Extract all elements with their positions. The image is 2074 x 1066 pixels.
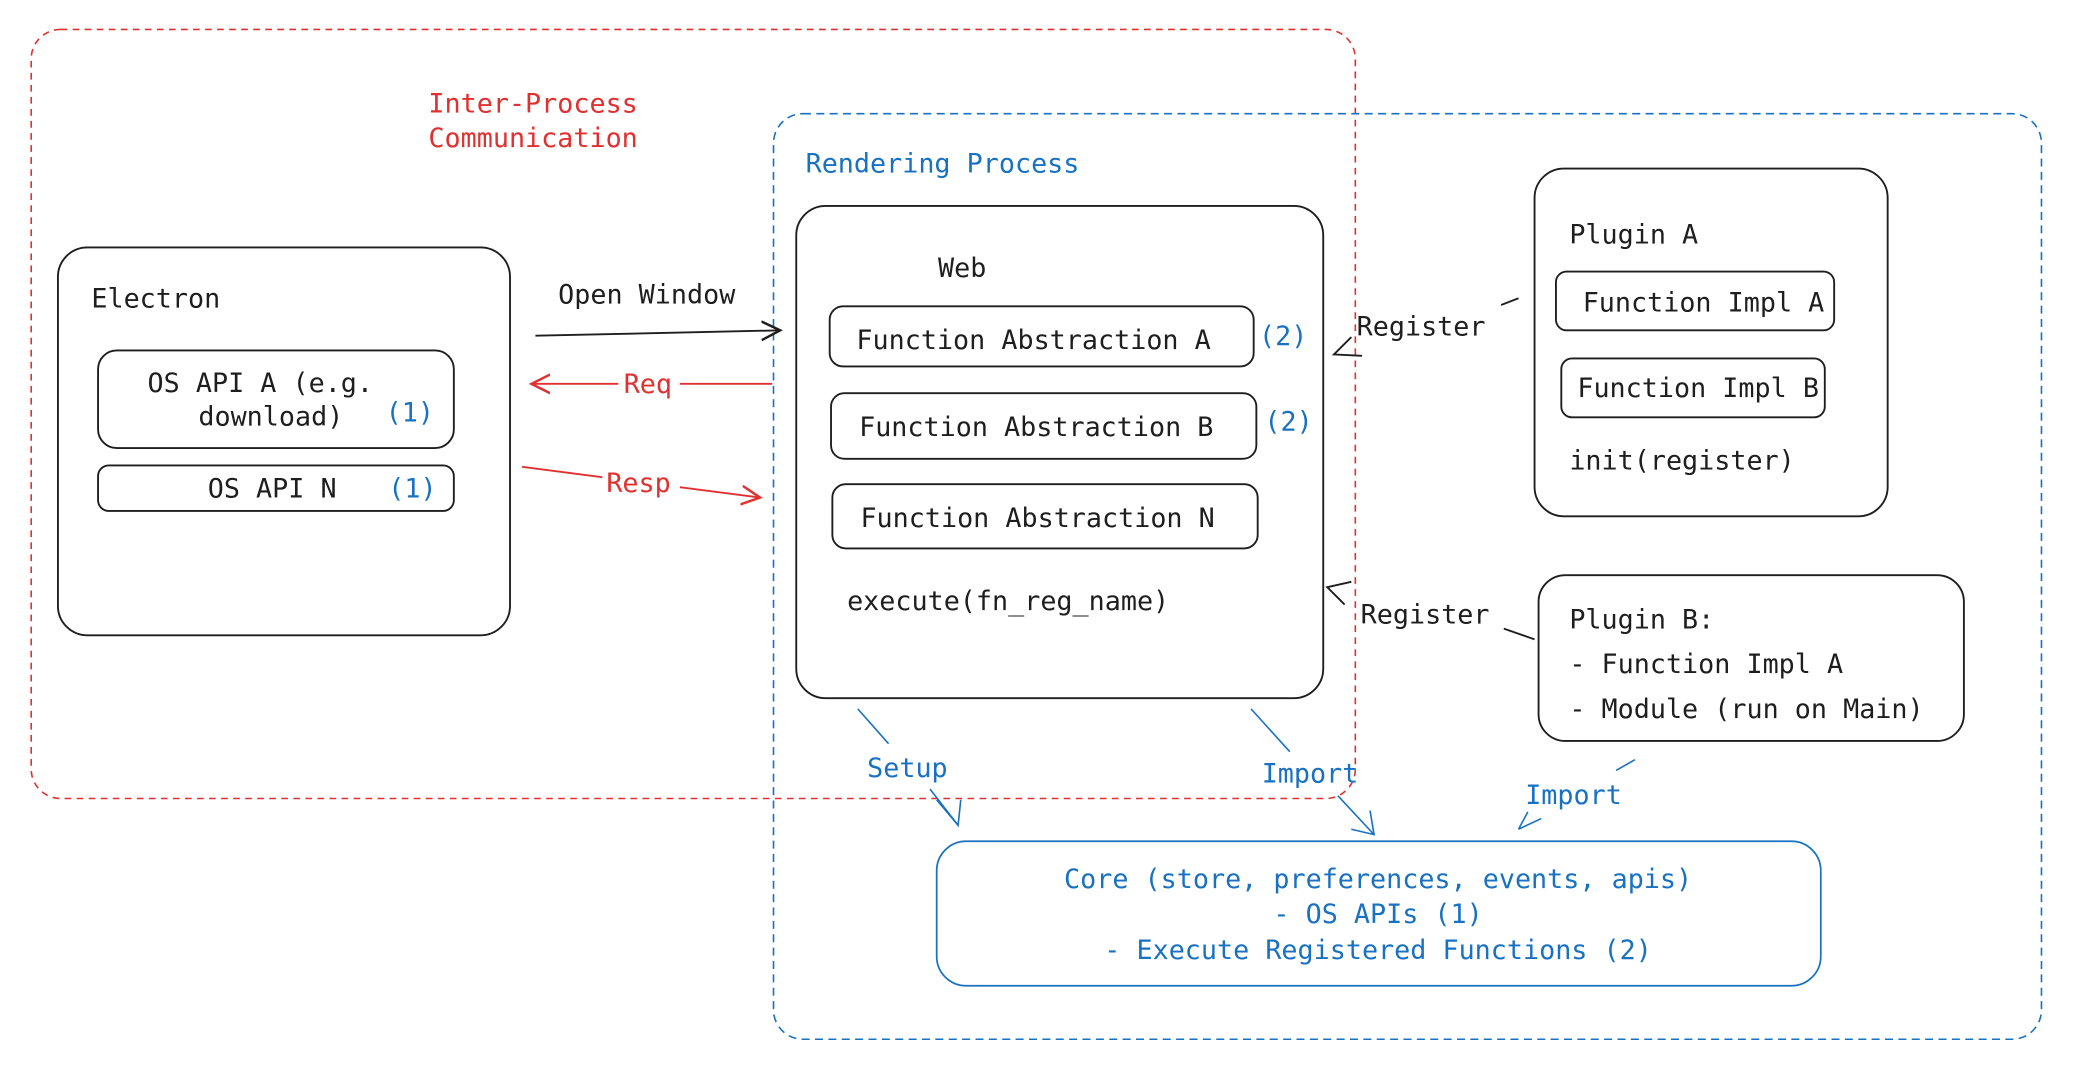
os-api-a-box bbox=[97, 349, 455, 450]
ipc-label-2: Communication bbox=[428, 123, 637, 154]
req-label: Req bbox=[624, 369, 672, 400]
function-abstraction-n-box bbox=[831, 483, 1259, 550]
ipc-label: Inter-Process bbox=[428, 88, 637, 119]
electron-box bbox=[57, 246, 511, 637]
setup-label: Setup bbox=[867, 753, 948, 784]
register-a-arrow-tail bbox=[1500, 297, 1519, 306]
import-web-label: Import bbox=[1262, 758, 1359, 789]
init-register-label: init(register) bbox=[1569, 445, 1794, 476]
import-plugin-label: Import bbox=[1525, 780, 1622, 811]
plugin-a-box bbox=[1533, 167, 1889, 518]
core-line-2: - OS APIs (1) bbox=[1273, 899, 1482, 930]
open-window-label: Open Window bbox=[558, 280, 736, 311]
import-plugin-arrow bbox=[1615, 759, 1636, 772]
plugin-b-box bbox=[1537, 574, 1965, 742]
core-line-3: - Execute Registered Functions (2) bbox=[1104, 935, 1652, 966]
function-abstraction-a-tag: (2) bbox=[1259, 321, 1307, 352]
function-abstraction-n-label: Function Abstraction N bbox=[860, 503, 1214, 534]
ipc-region bbox=[30, 28, 1357, 800]
rendering-process-region bbox=[772, 112, 2043, 1041]
plugin-b-line-1: - Function Impl A bbox=[1569, 649, 1843, 680]
core-box bbox=[935, 840, 1822, 987]
register-a-label: Register bbox=[1357, 312, 1486, 343]
register-b-arrow-head bbox=[1325, 580, 1352, 606]
function-abstraction-b-box bbox=[830, 392, 1258, 460]
web-title: Web bbox=[938, 253, 986, 284]
register-b-label: Register bbox=[1361, 599, 1490, 630]
os-api-a-tag: (1) bbox=[386, 397, 434, 428]
execute-label: execute(fn_reg_name) bbox=[847, 586, 1169, 617]
electron-title: Electron bbox=[91, 284, 220, 315]
os-api-a-label: OS API A (e.g. bbox=[148, 368, 373, 399]
plugin-a-title: Plugin A bbox=[1569, 219, 1698, 250]
function-abstraction-a-label: Function Abstraction A bbox=[856, 325, 1210, 356]
import-web-arrow bbox=[1250, 708, 1375, 836]
web-box bbox=[795, 205, 1325, 700]
core-line-1: Core (store, preferences, events, apis) bbox=[1064, 864, 1692, 895]
rendering-process-label: Rendering Process bbox=[806, 149, 1080, 180]
os-api-n-box bbox=[97, 464, 455, 512]
plugin-b-line-2: - Module (run on Main) bbox=[1569, 694, 1923, 725]
function-abstraction-b-label: Function Abstraction B bbox=[859, 412, 1213, 443]
os-api-n-label: OS API N bbox=[208, 474, 337, 505]
os-api-a-label-2: download) bbox=[198, 401, 343, 432]
function-abstraction-b-tag: (2) bbox=[1264, 407, 1312, 438]
function-impl-a-label: Function Impl A bbox=[1583, 288, 1825, 319]
resp-label: Resp bbox=[606, 468, 670, 499]
function-impl-b-box bbox=[1560, 357, 1826, 419]
register-a-arrow-head bbox=[1331, 336, 1363, 357]
function-impl-b-label: Function Impl B bbox=[1577, 373, 1819, 404]
function-impl-a-box bbox=[1555, 270, 1836, 332]
open-window-arrow bbox=[535, 330, 780, 335]
register-b-arrow-tail bbox=[1503, 627, 1535, 641]
plugin-b-title: Plugin B: bbox=[1569, 605, 1714, 636]
function-abstraction-a-box bbox=[828, 305, 1255, 368]
os-api-n-tag: (1) bbox=[388, 474, 436, 505]
